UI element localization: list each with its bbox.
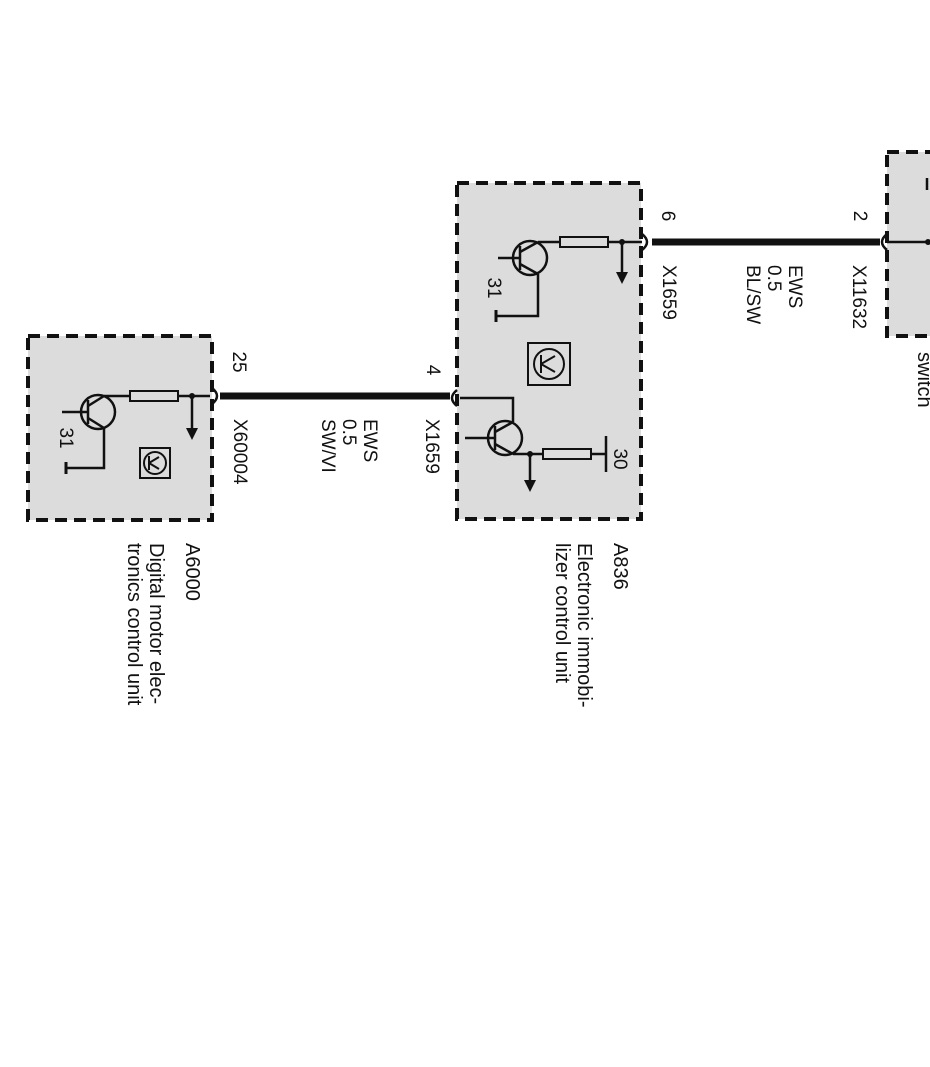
a6000-pin-connector-icon: [211, 387, 219, 405]
a6000-ground-arrow-icon: [186, 428, 198, 440]
a836-ground-arrow-bottom-icon: [524, 480, 536, 492]
wire2-color-label: BL/SW: [742, 265, 763, 324]
a6000-resistor: [129, 390, 179, 402]
a836-esd-symbol-icon: [527, 342, 571, 386]
a6000-connector-label: X60004: [229, 419, 250, 485]
a836-bottom-pin-connector-icon: [450, 389, 458, 407]
switch-pin-number: 2: [849, 211, 870, 222]
a6000-ground-label: 31: [55, 427, 76, 448]
a836-top-pin-connector-icon: [641, 233, 649, 251]
a6000-transistor-icon: [62, 393, 130, 470]
switch-pin-connector-icon: [880, 233, 888, 251]
a836-ground-arrow-top-icon: [616, 272, 628, 284]
switch-partial-label: switch: [913, 352, 930, 408]
a836-bottom-connector-label: X1659: [421, 419, 442, 474]
wire1-signal-label: EWS: [359, 419, 380, 462]
a836-lower-transistor-icon: [460, 396, 543, 457]
wire1-size-label: 0.5: [338, 419, 359, 445]
switch-connector-label: X11632: [848, 265, 869, 329]
wire2-signal-label: EWS: [784, 265, 805, 308]
wire1-color-label: SW/VI: [317, 419, 338, 473]
a836-unit: 31 30: [450, 181, 649, 521]
a6000-box: [26, 334, 214, 522]
a836-supply-label: 30: [609, 448, 630, 469]
a836-bottom-pin-number: 4: [422, 365, 443, 376]
a836-upper-resistor: [559, 236, 609, 248]
a6000-name-line2: tronics control unit: [123, 543, 145, 706]
a836-box: [455, 181, 643, 521]
a836-ground-label: 31: [483, 277, 504, 298]
a6000-esd-symbol-icon: [139, 447, 171, 479]
switch-unit: switch: [880, 150, 930, 408]
a836-name-line1: Electronic immobi-: [573, 543, 595, 707]
a836-top-pin-number: 6: [657, 211, 678, 222]
a836-lower-resistor: [542, 448, 592, 460]
a836-upper-transistor-icon: [496, 239, 560, 318]
a836-name-line2: lizer control unit: [551, 543, 573, 684]
a836-id-label: A836: [609, 543, 631, 590]
a6000-unit: 31: [26, 334, 219, 522]
switch-box: [885, 150, 930, 338]
a836-top-connector-label: X1659: [658, 265, 679, 320]
a6000-name-line1: Digital motor elec-: [145, 543, 167, 704]
a6000-id-label: A6000: [181, 543, 203, 601]
a6000-pin-number: 25: [228, 351, 249, 372]
wire2-size-label: 0.5: [763, 265, 784, 291]
